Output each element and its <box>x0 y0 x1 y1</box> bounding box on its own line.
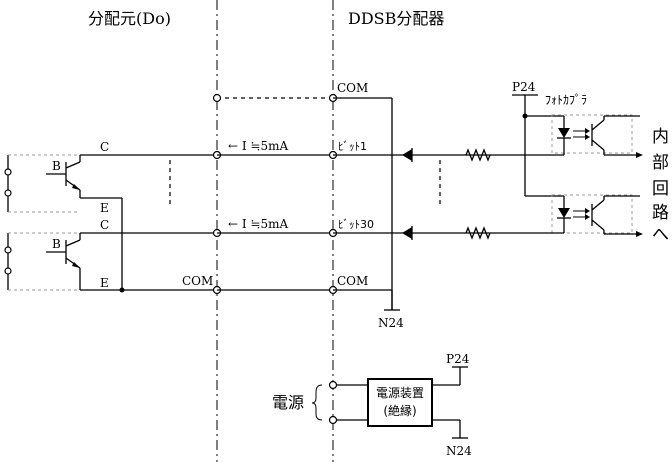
current-label-2: ← I ≒5mA <box>228 217 288 231</box>
header-distributor: DDSB分配器 <box>348 9 444 28</box>
terminal-node <box>212 93 222 103</box>
bit1-label: ﾋﾞｯﾄ1 <box>338 140 367 153</box>
terminal-node <box>328 415 338 425</box>
led-2-icon <box>558 208 570 218</box>
current-label-1: ← I ≒5mA <box>228 139 288 153</box>
diode-30-icon <box>402 227 412 239</box>
terminal-node <box>328 380 338 390</box>
photocoupler-1 <box>551 114 633 154</box>
power-label: 電源 <box>272 393 304 412</box>
switch-contact <box>4 246 12 254</box>
switch-contact <box>4 168 12 176</box>
svg-text:内: 内 <box>652 127 669 147</box>
n24-label-mid: N24 <box>378 316 404 330</box>
photocoupler-2 <box>551 194 633 234</box>
led-1-icon <box>558 128 570 138</box>
power-brace <box>311 384 323 421</box>
c-label-1: C <box>100 140 109 154</box>
header-source: 分配元(Do) <box>88 9 171 28</box>
svg-text:へ: へ <box>652 225 669 245</box>
p24-label-bottom: P24 <box>446 352 470 366</box>
resistor-1-icon <box>465 148 491 162</box>
com-label-top: COM <box>337 81 368 95</box>
c-label-2: C <box>100 218 109 232</box>
power-device-sublabel: (絶縁) <box>383 403 416 418</box>
svg-text:部: 部 <box>652 153 669 173</box>
internal-circuit-label: 内 部 回 路 へ <box>652 127 669 245</box>
junction-dot <box>119 287 125 293</box>
switch-contact <box>4 267 12 275</box>
com-label-left: COM <box>182 274 213 288</box>
com-label-right: COM <box>337 274 368 288</box>
photocoupler-label: ﾌｫﾄｶﾌﾟﾗ <box>545 93 587 107</box>
switch-contact <box>4 189 12 197</box>
power-device-box <box>367 378 433 427</box>
svg-text:路: 路 <box>652 203 669 223</box>
n24-label-bottom: N24 <box>446 444 472 458</box>
e-label-2: E <box>100 276 109 290</box>
resistor-30-icon <box>465 226 491 240</box>
bit30-label: ﾋﾞｯﾄ30 <box>338 218 374 231</box>
b-label-1: B <box>52 159 61 173</box>
diode-1-icon <box>402 149 412 161</box>
e-label-1: E <box>100 201 109 215</box>
b-label-2: B <box>52 237 61 251</box>
p24-label-top: P24 <box>512 80 536 94</box>
svg-text:回: 回 <box>652 179 669 199</box>
power-device-label: 電源装置 <box>376 386 424 400</box>
